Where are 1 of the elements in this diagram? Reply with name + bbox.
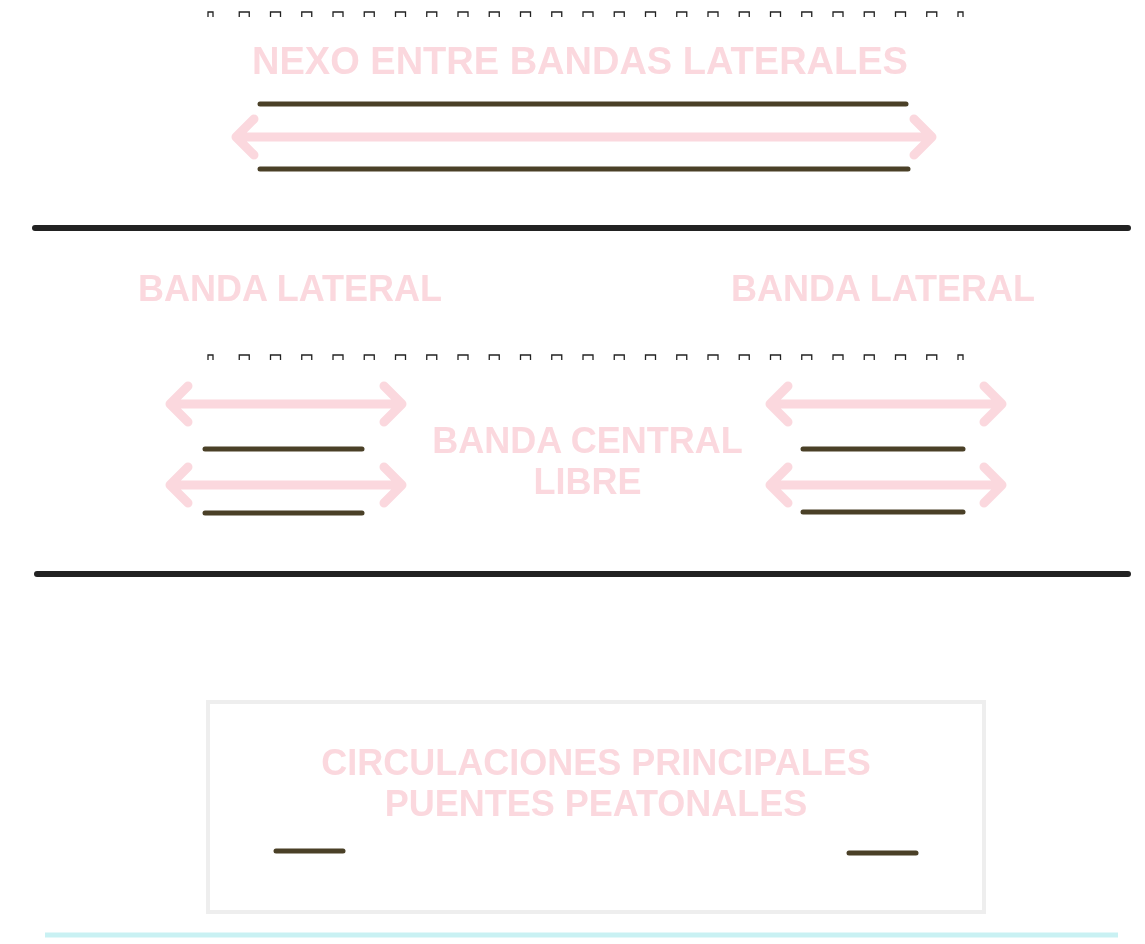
legend-box: [206, 700, 986, 914]
